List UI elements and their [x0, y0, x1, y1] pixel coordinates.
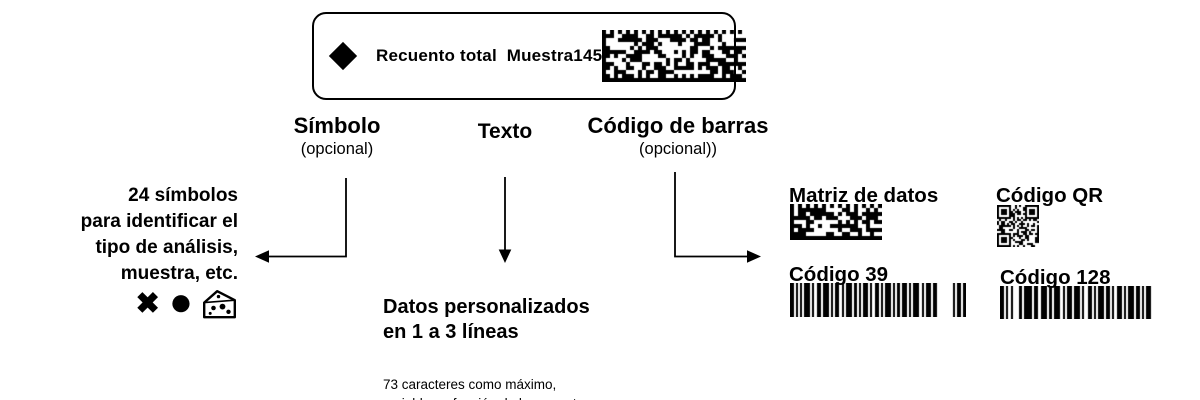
arrow-texto	[498, 177, 512, 263]
text-description-note: 73 caracteres como máximo, variable en f…	[383, 377, 603, 400]
datamatrix-barcode-small	[790, 204, 882, 240]
callout-codigo-note: (opcional))	[639, 140, 717, 158]
filled-circle-icon: ●	[168, 280, 193, 324]
symbol-examples: ✖ ●	[0, 280, 237, 324]
callout-codigo-de-barras: Código de barras (opcional))	[588, 114, 769, 159]
code128-barcode	[1000, 286, 1154, 319]
symbol-description: 24 símbolos para identificar el tipo de …	[80, 185, 238, 284]
qr-code-icon	[997, 205, 1039, 247]
code128-label: Código 128	[1000, 266, 1111, 289]
datamatrix-barcode-large	[602, 30, 747, 82]
code39-label: Código 39	[789, 263, 889, 286]
callout-texto: Texto	[478, 120, 532, 144]
callout-texto-title: Texto	[477, 120, 533, 143]
sample-label-text: Recuento total Muestra145	[376, 46, 603, 65]
text-description: Datos personalizados en 1 a 3 líneas 73 …	[383, 277, 603, 400]
x-mark-icon: ✖	[135, 287, 160, 320]
callout-simbolo: Símbolo (opcional)	[294, 114, 381, 159]
qr-label: Código QR	[996, 184, 1104, 207]
callout-simbolo-note: (opcional)	[300, 140, 374, 158]
arrow-codigo-de-barras	[674, 172, 761, 263]
arrow-simbolo	[255, 178, 347, 263]
sample-label-box: Recuento total Muestra145	[312, 12, 747, 100]
text-description-title: Datos personalizados en 1 a 3 líneas	[383, 296, 590, 343]
code39-barcode	[790, 283, 966, 317]
datamatrix-label: Matriz de datos	[789, 184, 939, 207]
callout-simbolo-title: Símbolo	[293, 113, 381, 138]
callout-codigo-title: Código de barras	[587, 113, 769, 138]
cheese-wedge-icon	[202, 288, 237, 320]
diamond-icon	[328, 41, 358, 71]
